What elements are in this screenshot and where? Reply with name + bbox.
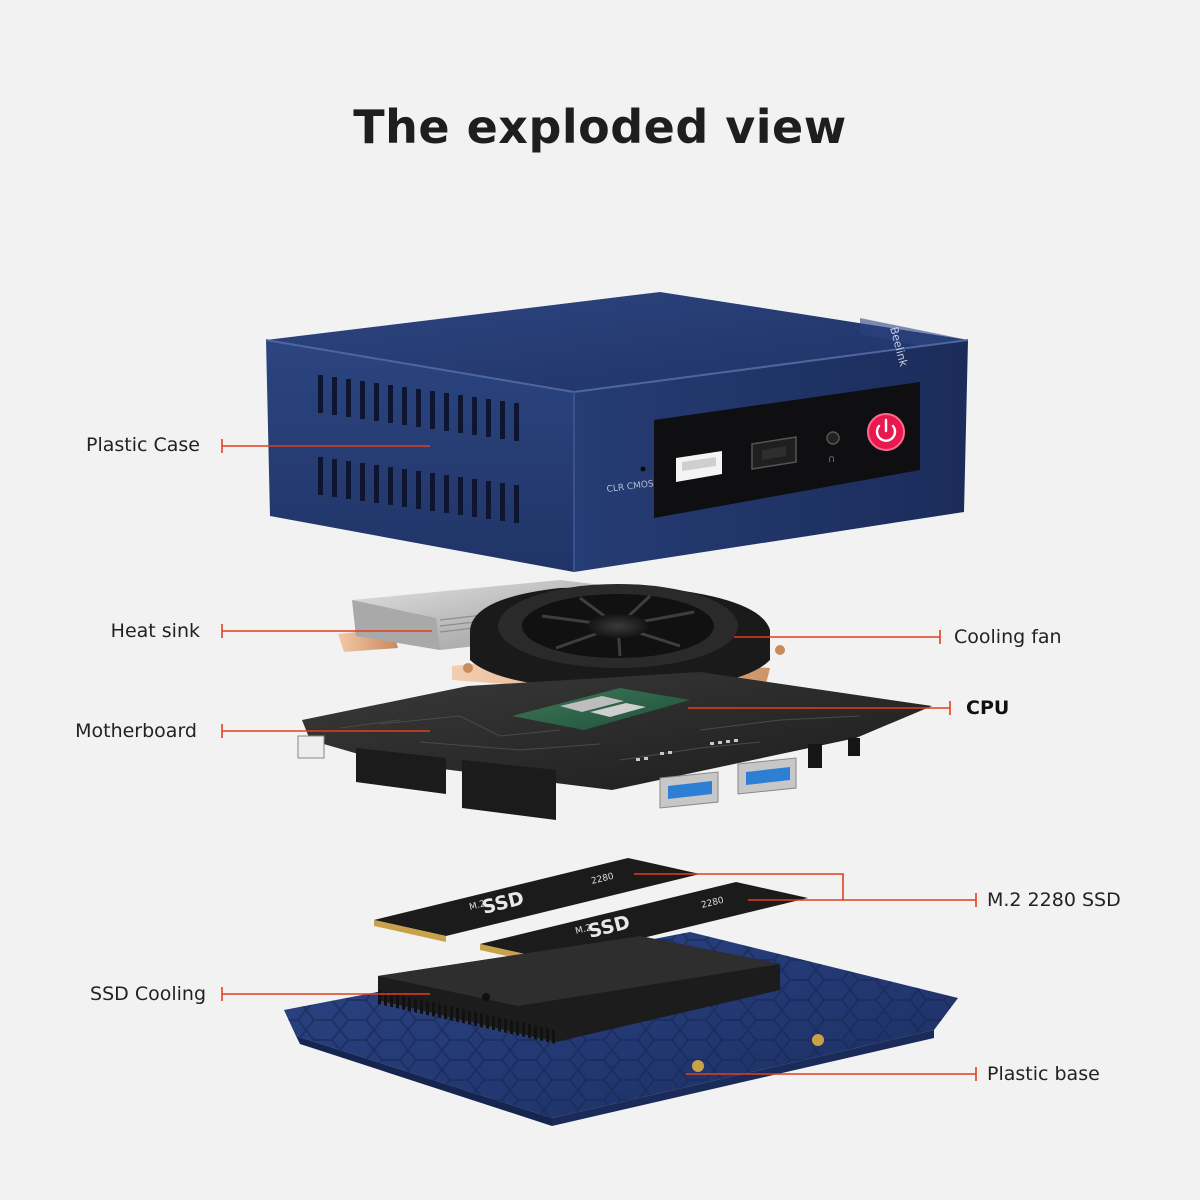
audio-jack bbox=[826, 431, 840, 445]
label-cpu: CPU bbox=[966, 697, 1010, 719]
clr-cmos-hole bbox=[640, 466, 646, 472]
svg-text:M.2: M.2 bbox=[468, 899, 486, 913]
svg-text:M.2: M.2 bbox=[574, 923, 592, 937]
usb-c-port bbox=[751, 436, 797, 470]
ssd-cooling bbox=[378, 936, 780, 1044]
label-heat-sink: Heat sink bbox=[110, 620, 200, 642]
label-ssd: M.2 2280 SSD bbox=[987, 889, 1121, 911]
cpu bbox=[512, 688, 690, 730]
power-icon bbox=[875, 424, 897, 442]
power-button bbox=[867, 413, 905, 451]
cooling-fan bbox=[463, 584, 785, 690]
label-motherboard: Motherboard bbox=[75, 720, 197, 742]
label-plastic-base: Plastic base bbox=[987, 1063, 1100, 1085]
board-usb-ports bbox=[659, 757, 797, 809]
usb-a-port bbox=[676, 451, 722, 482]
label-plastic-case: Plastic Case bbox=[86, 434, 200, 456]
label-cooling-fan: Cooling fan bbox=[954, 626, 1062, 648]
motherboard bbox=[297, 672, 932, 820]
plastic-case: ∩ CLR CMOS Beelink bbox=[265, 292, 969, 572]
headphone-icon: ∩ bbox=[828, 454, 835, 465]
label-ssd-cooling: SSD Cooling bbox=[90, 983, 206, 1005]
leader-lines bbox=[221, 439, 977, 1081]
page-title: The exploded view bbox=[353, 100, 847, 154]
ssd-stick-1: M.2 SSD 2280 bbox=[374, 858, 700, 942]
